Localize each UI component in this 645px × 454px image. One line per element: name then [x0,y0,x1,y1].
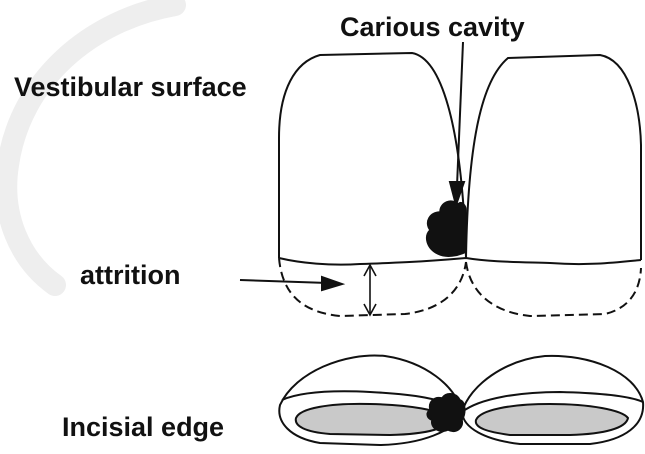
attrition-arrow-head [322,277,342,290]
carious-lesion [427,201,466,256]
worn-incisal-edge [279,258,641,265]
vestibular-surface-label: Vestibular surface [14,74,247,101]
incisial-edge-label: Incisial edge [62,414,224,441]
incisal-carious-lesion [427,394,465,432]
right-dentin-area [476,404,628,435]
carious-cavity-label: Carious cavity [340,14,525,41]
original-right-edge-dashed [466,262,641,316]
right-tooth-crown [466,55,641,260]
attrition-label: attrition [80,262,181,289]
left-dentin-area [296,404,450,435]
attrition-arrow-shaft [240,280,328,283]
original-left-edge-dashed [279,258,466,316]
